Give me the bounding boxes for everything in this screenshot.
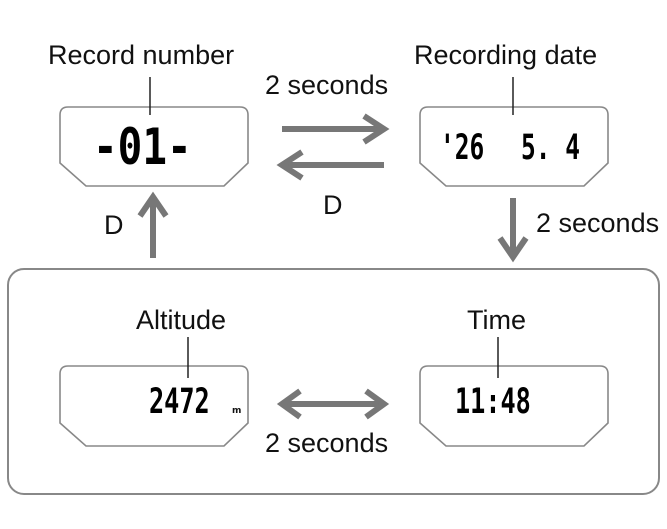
display-recording-date-year: '26 — [440, 128, 485, 168]
arrow-double-bottom — [276, 388, 390, 420]
group-box — [7, 268, 660, 495]
transition-label-left-up: D — [104, 210, 124, 240]
display-frame-record-number — [59, 106, 249, 187]
transition-label-right-down: 2 seconds — [536, 208, 660, 238]
display-recording-date-day: 5. 4 — [521, 128, 581, 168]
transition-label-bottom: 2 seconds — [265, 428, 389, 458]
display-frame-recording-date — [419, 106, 609, 187]
display-record-number: -01- — [93, 118, 192, 176]
display-frame-time — [419, 365, 609, 447]
arrow-up-left — [137, 191, 169, 258]
arrow-right-top — [282, 113, 390, 145]
arrow-down-right — [497, 198, 529, 263]
transition-label-top-left: D — [323, 190, 343, 220]
display-altitude-unit: m — [232, 406, 242, 416]
label-recording-date: Recording date — [414, 40, 598, 70]
label-altitude: Altitude — [136, 305, 227, 335]
transition-label-top-right: 2 seconds — [265, 70, 389, 100]
arrow-left-top — [276, 149, 384, 181]
display-time-value: 11:48 — [455, 382, 531, 422]
label-time: Time — [467, 305, 526, 335]
display-frame-altitude — [59, 365, 249, 447]
label-record-number: Record number — [48, 40, 235, 70]
display-altitude-value: 2472 — [149, 382, 210, 422]
